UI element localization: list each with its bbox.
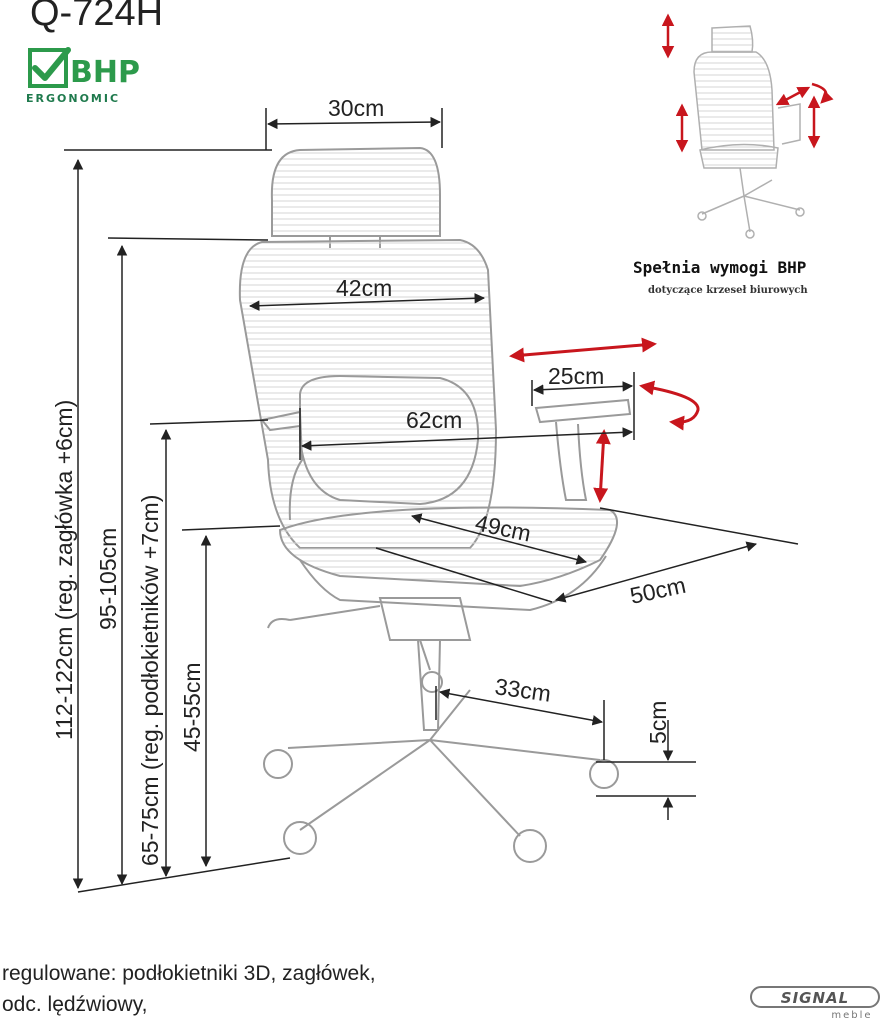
tilt-lever [267,605,381,629]
label-armrest-depth: 25cm [548,363,604,389]
features-text: regulowane: podłokietniki 3D, zagłówek, … [2,958,376,1020]
seat-mechanism [378,597,472,671]
label-armrest-height: 65-75cm (reg. podłokietników +7cm) [137,495,163,866]
thumbnail-adjust-arrows [661,13,834,153]
logo-tag: ERGONOMIC [26,92,120,105]
label-headrest-width: 30cm [328,95,384,121]
caster-4 [589,759,619,789]
compliance-subtitle: dotyczące krzeseł biurowych [648,285,808,296]
dimension-lines [64,108,799,893]
adjustment-thumbnail [693,25,805,239]
seat [278,506,619,588]
base-legs [287,689,601,837]
features-line-1: regulowane: podłokietniki 3D, zagłówek, [2,962,376,985]
headrest [270,146,441,237]
label-back-height: 95-105cm [95,528,121,630]
caster-2 [283,821,317,855]
compliance-title: Spełnia wymogi BHP [633,258,807,277]
features-line-2: odc. lędźwiowy, [2,993,148,1016]
bhp-ergonomic-logo: BHP ERGONOMIC [26,47,140,105]
caster-1 [263,749,293,779]
label-total-height: 112-122cm (reg. zagłówka +6cm) [51,400,77,740]
caster-3 [513,829,547,863]
label-seat-height: 45-55cm [179,663,205,752]
logo-brand: BHP [70,55,140,90]
left-armrest [261,410,304,521]
model-name: Q-724H [30,0,164,34]
signal-brand-logo: SIGNAL meble [750,986,880,1020]
dimension-labels: 30cm 42cm 25cm 62cm 49cm 50cm 33cm 5cm 1… [51,95,688,866]
brand-sub: meble [831,1010,872,1020]
label-base-radius: 33cm [493,673,552,707]
right-armrest-pad [534,398,632,424]
brand-name: SIGNAL [781,989,849,1007]
chair-drawing [238,146,632,863]
label-backrest-width: 42cm [336,275,392,301]
label-armrest-span: 62cm [406,407,462,433]
label-caster-height: 5cm [645,701,671,744]
caster-5 [421,671,443,693]
check-badge-icon [28,47,71,88]
